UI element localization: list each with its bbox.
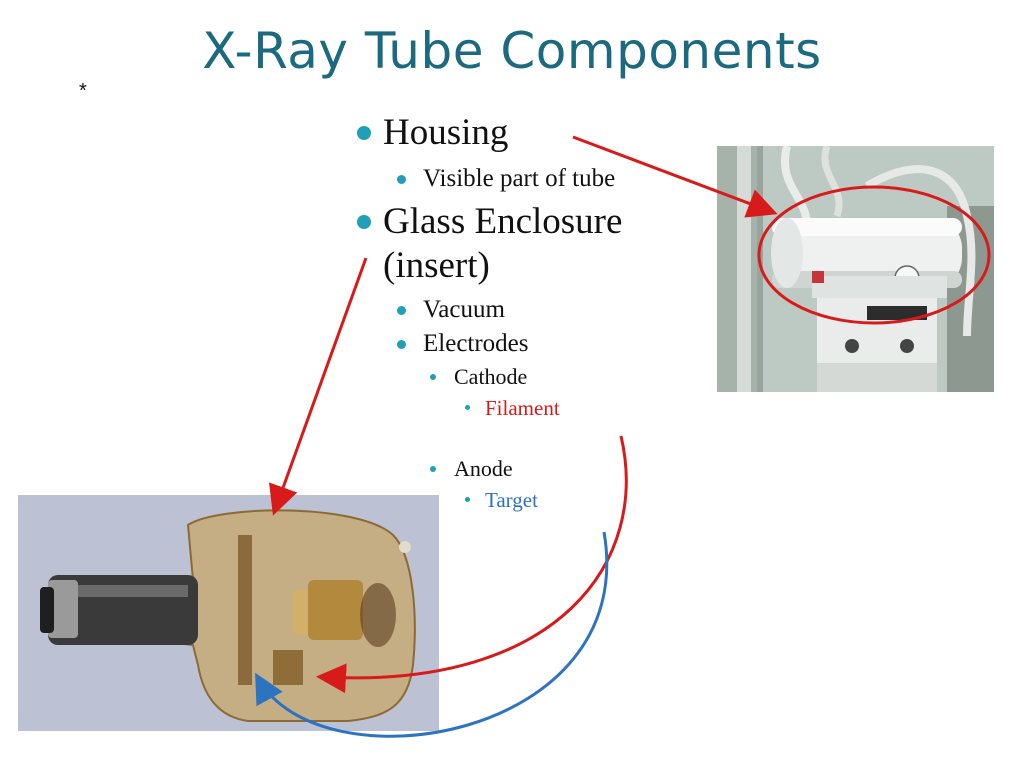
filament-arrow xyxy=(316,435,628,694)
housing-arrow xyxy=(572,135,778,218)
slide-title: X-Ray Tube Components xyxy=(202,22,822,80)
target-arrow xyxy=(255,531,609,738)
asterisk-marker: * xyxy=(79,80,87,102)
glass-enclosure-photo xyxy=(18,495,439,731)
glass-enclosure-arrow xyxy=(269,257,368,516)
housing-highlight-circle xyxy=(757,185,991,325)
